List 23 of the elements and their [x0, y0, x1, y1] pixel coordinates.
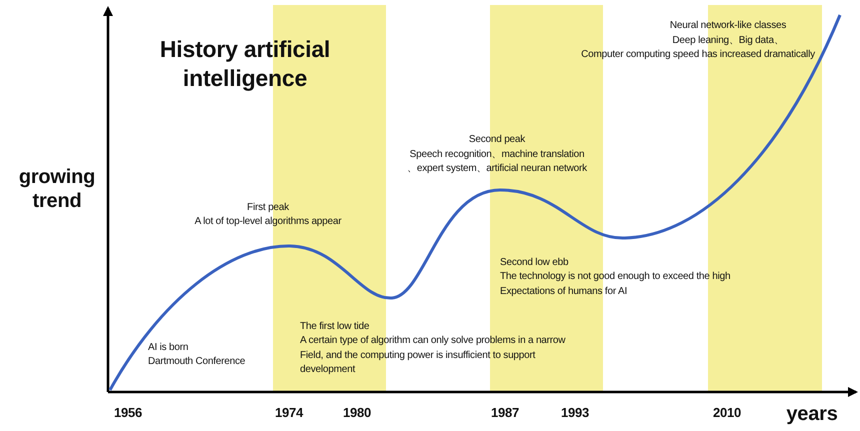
- tick-label: 1980: [342, 406, 372, 420]
- annotation-text: Computer computing speed has increased dramatically: [581, 48, 815, 62]
- axis-label: years: [786, 402, 838, 426]
- annotation-text: 、expert system、artificial neuran network: [407, 162, 587, 176]
- annotation-text: Speech recognition、machine translation: [410, 148, 584, 162]
- annotation-heading: Second peak: [468, 133, 526, 147]
- annotation-heading: The first low tide: [300, 320, 370, 334]
- annotation-heading: First peak: [247, 201, 289, 215]
- annotation-text: AI is born: [148, 341, 188, 355]
- annotation-text: A certain type of algorithm can only solve problems in a narrow Field, and the computing power is insufficient to support development: [300, 334, 566, 377]
- annotation-heading: Second low ebb: [500, 256, 568, 270]
- tick-label: 2010: [712, 406, 742, 420]
- axis-label: growing trend: [18, 165, 96, 213]
- annotation-text: Dartmouth Conference: [148, 355, 246, 369]
- tick-label: 1956: [114, 406, 142, 420]
- tick-label: 1987: [490, 406, 520, 420]
- tick-label: 1993: [560, 406, 590, 420]
- chart-title: History artificial intelligence: [158, 35, 332, 93]
- annotation-text: A lot of top-level algorithms appear: [194, 215, 342, 229]
- annotation-text: Deep leaning、Big data、: [672, 34, 784, 48]
- tick-label: 1974: [274, 406, 304, 420]
- annotation-text: The technology is not good enough to exceed the high Expectations of humans for AI: [500, 270, 732, 298]
- annotation-text: Neural network-like classes: [670, 19, 786, 33]
